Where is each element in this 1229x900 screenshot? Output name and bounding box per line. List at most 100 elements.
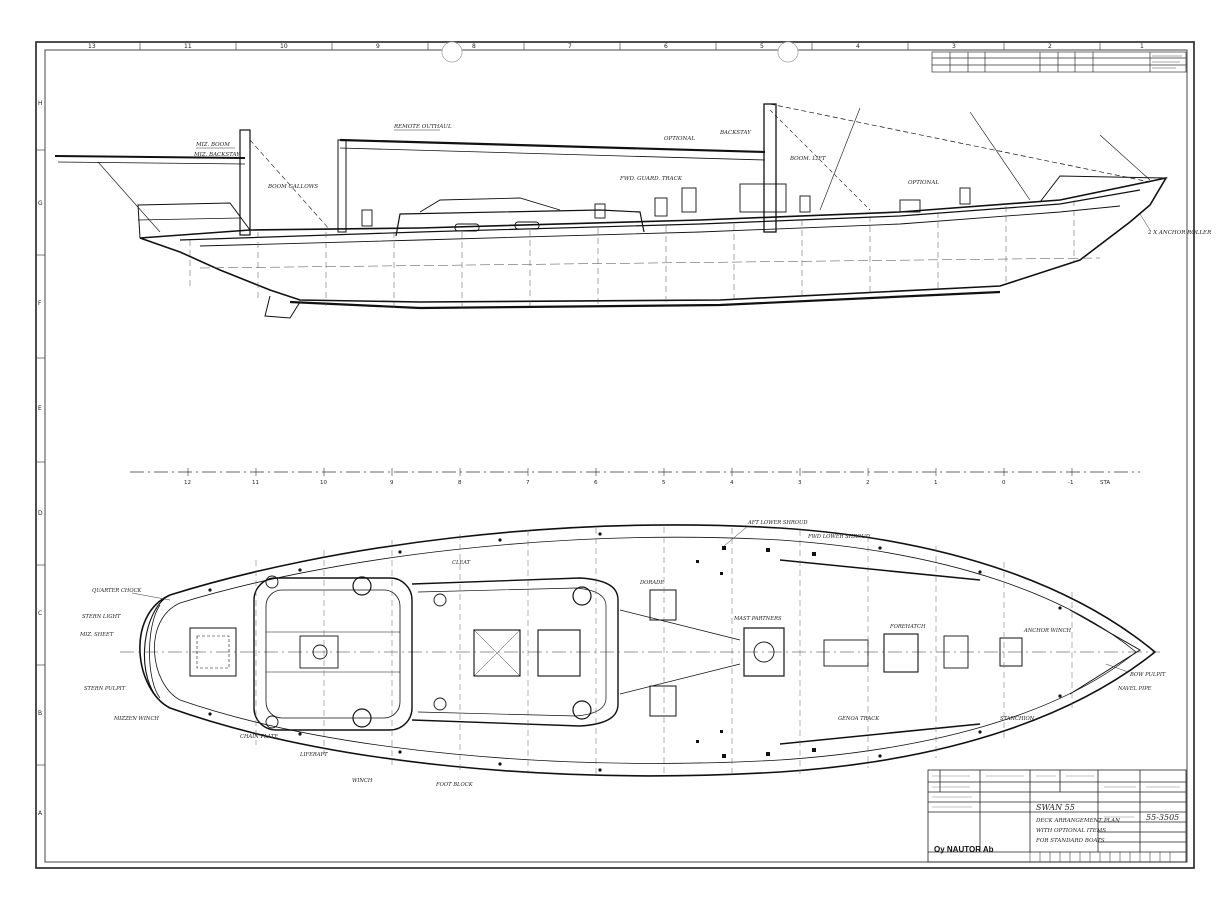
deck-fitting: [649, 589, 677, 621]
zone-letter: A: [38, 810, 43, 817]
zone-number: 10: [280, 43, 288, 50]
bow-pulpit: [1039, 175, 1167, 203]
callout-optional: OPTIONAL: [664, 136, 695, 142]
callout-mizzen-backstay: MIZ. BACKSTAY: [193, 152, 241, 158]
mast-partners: [743, 627, 785, 677]
inner-frame: [44, 49, 1188, 863]
winch: [265, 715, 279, 729]
dodger: [419, 197, 561, 213]
winch: [352, 576, 372, 596]
lazarette-hatch: [189, 627, 237, 677]
forehatch: [883, 633, 919, 673]
mizzen-backstay: [97, 161, 161, 233]
deck-station-lines: [255, 527, 1073, 777]
mizzen-boom-lower: [57, 161, 246, 165]
title-block: [927, 769, 1187, 863]
zone-letter: F: [38, 300, 42, 307]
callout-dorade: DORADE: [639, 580, 664, 586]
winch: [361, 209, 373, 227]
revision-marks: [1152, 55, 1182, 69]
callout-mizzen-winch: MIZZEN WINCH: [113, 716, 159, 722]
zone-letter: D: [38, 510, 43, 517]
zone-letter: B: [38, 710, 42, 717]
anchor-locker: [943, 635, 969, 669]
rub-rail: [199, 205, 1121, 247]
mast-step: [753, 641, 775, 663]
porthole: [514, 221, 540, 230]
callout-fwd-lower-shroud: FWD LOWER SHROUD: [807, 534, 871, 540]
callout-liferaft: LIFERAFT: [299, 752, 328, 758]
station-label: 7: [526, 480, 530, 486]
boom-gallows: [337, 139, 347, 233]
main-boom-lower: [339, 147, 766, 161]
winch: [681, 187, 697, 213]
zone-letter: C: [38, 610, 42, 617]
callout-genoa-track: GENOA TRACK: [838, 716, 880, 722]
drawing-description: FOR STANDARD BOATS: [1035, 838, 1105, 844]
zone-number: 7: [568, 43, 572, 50]
stern-pulpit: [143, 594, 171, 709]
stern-pulpit-rail: [137, 217, 241, 221]
winch: [572, 586, 592, 606]
company-name: Oy NAUTOR Ab: [934, 845, 994, 854]
callout-forehatch: FOREHATCH: [889, 624, 926, 630]
callout-boom-lift: BOOM. LIFT: [789, 156, 826, 162]
shroud: [969, 111, 1031, 201]
station-label: 0: [1002, 480, 1006, 486]
callout-stanchion: STANCHION: [1000, 716, 1035, 722]
station-label: 12: [184, 480, 191, 486]
mizzen-boom: [54, 155, 246, 159]
zone-number: 4: [856, 43, 860, 50]
forehatch: [823, 639, 869, 667]
leader-line: [723, 525, 749, 547]
callout-boom-gallows: BOOM GALLOWS: [267, 184, 318, 190]
zone-number: 3: [952, 43, 956, 50]
chainplates: [696, 546, 816, 758]
shroud: [819, 107, 861, 211]
model-name: SWAN 55: [1036, 803, 1075, 812]
stern-pulpit: [137, 202, 251, 239]
forestay: [769, 103, 1151, 183]
hull-outline: [139, 176, 1168, 303]
hatch-cover: [196, 635, 230, 669]
main-mast: [763, 103, 777, 233]
callout-bow-fitting: 2 X ANCHOR ROLLER: [1147, 230, 1211, 236]
winch: [433, 697, 447, 711]
zone-letter: G: [38, 200, 43, 207]
title-block-grid: [1029, 852, 1171, 862]
station-label: STA: [1100, 480, 1110, 486]
winch: [352, 708, 372, 728]
callout-bow-pulpit: BOW PULPIT: [1129, 672, 1166, 678]
winch: [654, 197, 668, 217]
keel-line: [289, 290, 1001, 310]
callout-quarter-chock: QUARTER CHOCK: [92, 588, 143, 594]
dinghy-chock: [619, 609, 741, 695]
zone-number: 9: [376, 43, 380, 50]
dorade: [959, 187, 971, 205]
deck-outline: [139, 524, 1157, 777]
leader-line: [1139, 213, 1151, 231]
station-scale: 12 11 10 9 8 7 6 5 4 3 2 1 0 -1 STA: [130, 468, 1140, 486]
porthole: [454, 223, 480, 232]
punch-hole: [441, 41, 463, 63]
callout-chain-plate: CHAIN PLATE: [240, 734, 278, 740]
zone-number: 11: [184, 43, 192, 50]
zone-number: 8: [472, 43, 476, 50]
skeg: [264, 295, 301, 319]
drawing-description: WITH OPTIONAL ITEMS: [1036, 828, 1106, 834]
deck-fitting: [649, 685, 677, 717]
drawing-number: 55-3505: [1146, 813, 1179, 822]
dorade: [799, 195, 811, 213]
callout-mast-partners: MAST PARTNERS: [733, 616, 782, 622]
station-label: 2: [866, 480, 870, 486]
station-label: 10: [320, 480, 327, 486]
outer-frame: [35, 41, 1195, 869]
zone-number: 2: [1048, 43, 1052, 50]
drawing-description: DECK ARRANGEMENT PLAN: [1035, 818, 1120, 824]
anchor-winch: [999, 637, 1023, 667]
sheer-line: [179, 189, 1141, 241]
shroud: [1099, 134, 1151, 181]
hatch: [899, 199, 921, 213]
zone-number: 5: [760, 43, 764, 50]
